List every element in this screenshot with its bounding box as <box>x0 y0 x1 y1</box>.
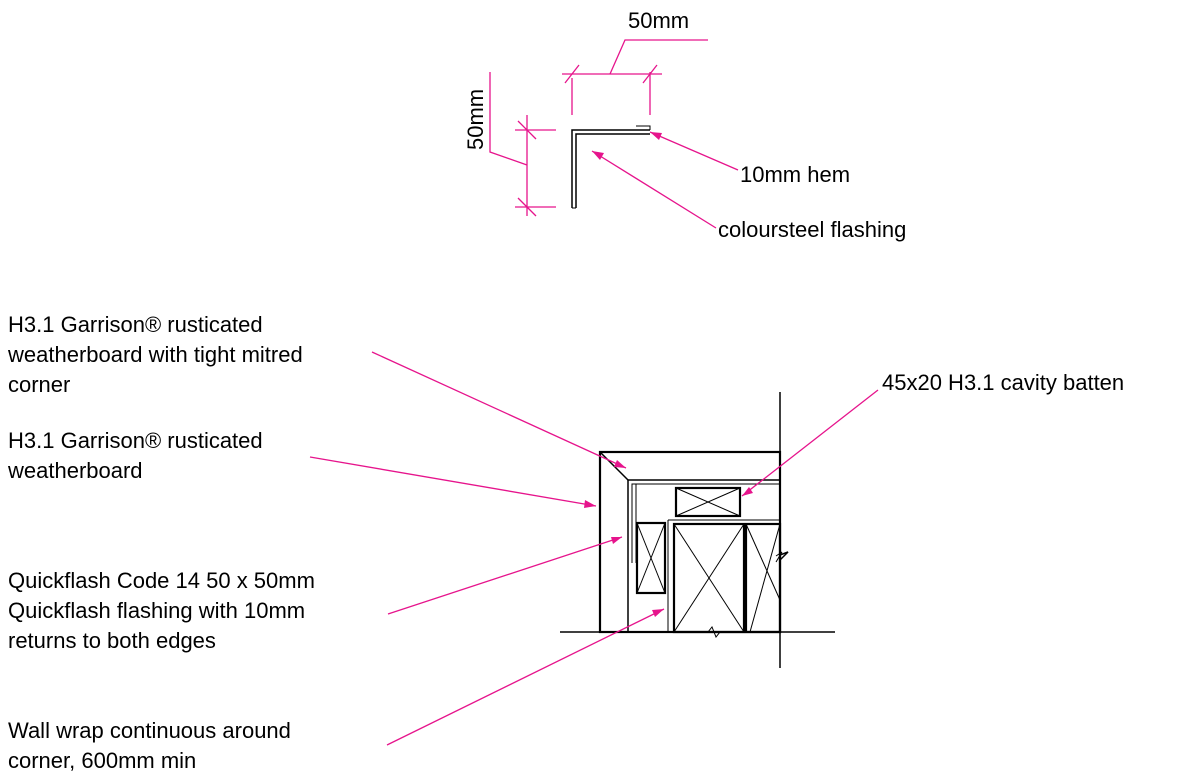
mitred-weatherboard-label: H3.1 Garrison® rusticated weatherboard w… <box>7 312 309 397</box>
height-dimension <box>489 72 556 217</box>
material-label: coloursteel flashing <box>718 217 906 242</box>
flashing-leader <box>591 150 717 229</box>
cavity-batten-side <box>635 521 667 595</box>
mitred-weatherboard-leader <box>371 351 627 469</box>
cavity-batten-label: 45x20 H3.1 cavity batten <box>882 370 1124 395</box>
hem-leader <box>649 131 739 171</box>
wall-wrap-leader <box>386 608 665 746</box>
mitre-line <box>599 451 629 481</box>
weatherboard-label: H3.1 Garrison® rusticated weatherboard <box>7 428 269 483</box>
corner-assembly <box>560 392 835 668</box>
flashing-profile <box>571 125 651 209</box>
wall-stud <box>744 522 782 634</box>
dim-height-text: 50mm <box>463 89 488 150</box>
dim-width-text: 50mm <box>628 8 689 33</box>
cavity-batten-top <box>674 486 742 518</box>
hem-label: 10mm hem <box>740 162 850 187</box>
wall-line <box>779 392 789 668</box>
width-dimension <box>562 39 708 115</box>
quickflash-leader <box>387 536 623 615</box>
cavity-batten-leader <box>741 389 879 497</box>
corner-stud <box>672 522 746 634</box>
quickflash-label: Quickflash Code 14 50 x 50mm Quickflash … <box>8 568 321 653</box>
wall-wrap-label: Wall wrap continuous around corner, 600m… <box>8 718 297 773</box>
weatherboard-leader <box>309 456 597 508</box>
